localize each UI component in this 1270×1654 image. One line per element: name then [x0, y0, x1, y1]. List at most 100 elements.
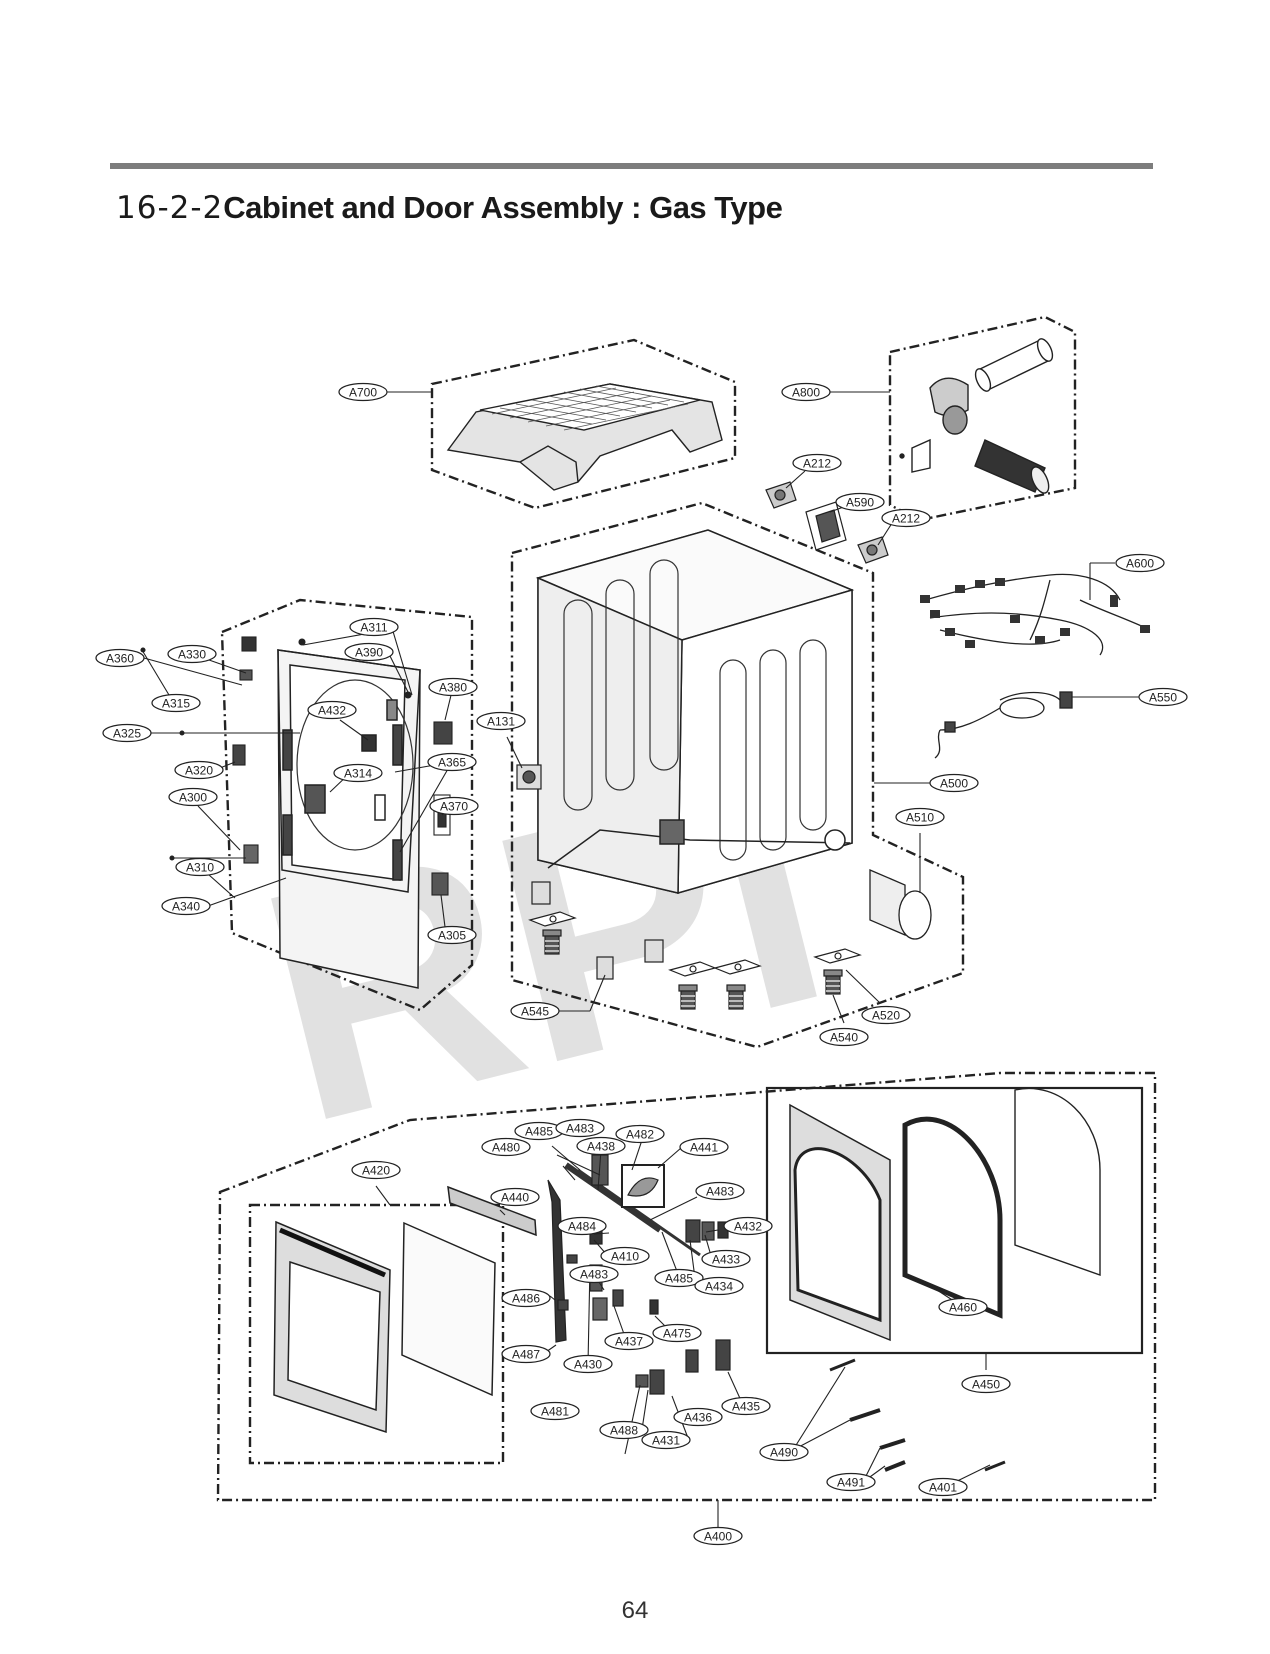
callout-a380: A380	[428, 677, 478, 697]
callout-a475: A475	[652, 1323, 702, 1343]
callout-a486: A486	[501, 1288, 551, 1308]
callout-label: A545	[521, 1005, 549, 1019]
section-number: 16-2-2	[116, 190, 224, 226]
callout-a432-handle: A432	[723, 1216, 773, 1236]
callout-a401: A401	[918, 1477, 968, 1497]
callout-label: A212	[892, 512, 920, 526]
callout-a365: A365	[427, 752, 477, 772]
callout-label: A440	[501, 1191, 529, 1205]
callout-a340: A340	[161, 896, 211, 916]
callout-label: A314	[344, 767, 372, 781]
callout-a212-upper: A212	[792, 453, 842, 473]
callout-label: A488	[610, 1424, 638, 1438]
callout-label: A311	[360, 621, 387, 635]
callout-label: A360	[106, 652, 134, 666]
callout-a460: A460	[938, 1297, 988, 1317]
callout-label: A430	[574, 1358, 602, 1372]
callout-label: A400	[704, 1530, 732, 1544]
callout-label: A441	[690, 1141, 718, 1155]
callout-a488: A488	[599, 1420, 649, 1440]
callout-label: A460	[949, 1301, 977, 1315]
callout-a600: A600	[1115, 553, 1165, 573]
callout-a438: A438	[576, 1136, 626, 1156]
callout-label: A370	[440, 800, 468, 814]
leveling-feet-parts	[529, 881, 861, 1010]
callout-label: A483	[706, 1185, 734, 1199]
front-panel-part	[277, 649, 421, 989]
callout-a311: A311	[349, 617, 399, 637]
duct-group-outline	[888, 315, 1077, 522]
callout-label: A432	[734, 1220, 762, 1234]
wire-harness-part	[920, 573, 1151, 656]
callout-label: A365	[438, 756, 466, 770]
callout-a314: A314	[333, 763, 383, 783]
callout-a300: A300	[168, 787, 218, 807]
callout-a483-upper: A483	[555, 1118, 605, 1138]
callout-label: A480	[492, 1141, 520, 1155]
callout-a441: A441	[679, 1137, 729, 1157]
callout-label: A410	[611, 1250, 639, 1264]
handle-assembly-parts	[547, 1154, 731, 1395]
callout-a480: A480	[481, 1137, 531, 1157]
callout-a434: A434	[694, 1276, 744, 1296]
callout-label: A510	[906, 811, 934, 825]
section-title: Cabinet and Door Assembly : Gas Type	[223, 190, 783, 225]
callout-label: A437	[615, 1335, 643, 1349]
callout-label: A436	[684, 1411, 712, 1425]
callout-label: A434	[705, 1280, 733, 1294]
callout-label: A432	[318, 704, 346, 718]
callout-a330: A330	[167, 644, 217, 664]
callout-label: A483	[566, 1122, 594, 1136]
screw-parts	[829, 1358, 1006, 1472]
bearing-part	[516, 764, 542, 790]
callout-a500: A500	[929, 773, 979, 793]
callout-label: A438	[587, 1140, 615, 1154]
callout-label: A401	[929, 1481, 957, 1495]
callout-a430: A430	[563, 1354, 613, 1374]
callout-label: A300	[179, 791, 207, 805]
callout-a410: A410	[600, 1246, 650, 1266]
callout-a370: A370	[429, 796, 479, 816]
callout-a481: A481	[530, 1401, 580, 1421]
callout-a490: A490	[759, 1442, 809, 1462]
callout-label: A475	[663, 1327, 691, 1341]
callout-label: A484	[568, 1220, 596, 1234]
callout-label: A212	[803, 457, 831, 471]
top-grille-part	[446, 383, 723, 491]
callout-a432-panel: A432	[307, 700, 357, 720]
front-panel-group-outline	[220, 598, 474, 1012]
callout-a800: A800	[781, 382, 831, 402]
duct-ring-part	[869, 869, 932, 940]
callout-a485-upper: A485	[514, 1121, 564, 1141]
callout-label: A330	[178, 648, 206, 662]
callout-a131: A131	[476, 711, 526, 731]
callout-a433: A433	[701, 1249, 751, 1269]
top-cover-group-outline	[430, 338, 737, 510]
page-number: 64	[621, 1597, 649, 1624]
callout-a483-lower: A483	[569, 1264, 619, 1284]
callout-label: A482	[626, 1128, 654, 1142]
callout-label: A520	[872, 1009, 900, 1023]
callout-a305: A305	[427, 925, 477, 945]
callout-a491: A491	[826, 1472, 876, 1492]
callout-label: A550	[1149, 691, 1177, 705]
callout-label: A435	[732, 1400, 760, 1414]
callout-a487: A487	[501, 1344, 551, 1364]
callout-a700: A700	[338, 382, 388, 402]
callout-label: A486	[512, 1292, 540, 1306]
callout-a482: A482	[615, 1124, 665, 1144]
callout-label: A390	[355, 646, 383, 660]
callout-label: A305	[438, 929, 466, 943]
callout-label: A500	[940, 777, 968, 791]
header-rule	[110, 163, 1153, 169]
page-heading: 16-2-2Cabinet and Door Assembly : Gas Ty…	[116, 190, 783, 226]
callout-label: A450	[972, 1378, 1000, 1392]
callout-a315: A315	[151, 693, 201, 713]
door-frame-part	[273, 1185, 537, 1434]
callout-label: A325	[113, 727, 141, 741]
callout-label: A540	[830, 1031, 858, 1045]
callout-a400: A400	[693, 1526, 743, 1546]
callout-label: A433	[712, 1253, 740, 1267]
callout-label: A131	[487, 715, 515, 729]
